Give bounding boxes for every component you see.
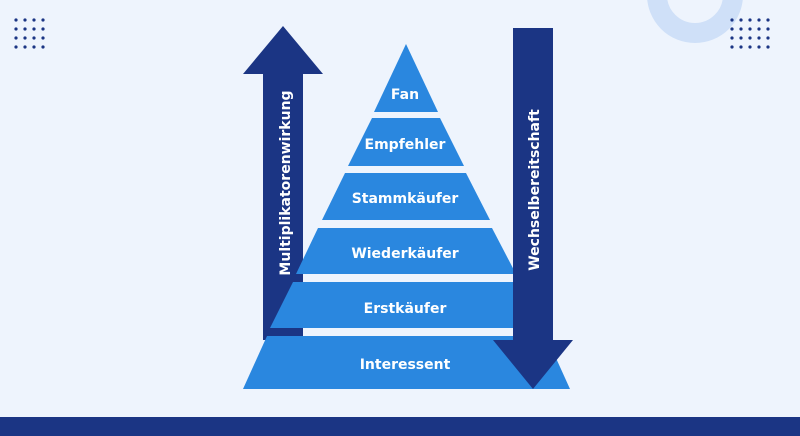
decorative-dot — [757, 36, 761, 40]
decorative-dot — [14, 36, 18, 40]
pyramid-tier-regular-buyer — [322, 173, 490, 220]
pyramid-tier-repeat-buyer — [296, 228, 516, 274]
decorative-dot — [748, 36, 752, 40]
decorative-dot — [766, 18, 770, 22]
decorative-dots-left — [14, 18, 45, 49]
decorative-dot — [41, 27, 45, 31]
decorative-dot — [730, 45, 734, 49]
decorative-dot — [32, 18, 36, 22]
tier-label: Interessent — [360, 357, 451, 373]
decorative-dot — [766, 45, 770, 49]
customer-pyramid: Fan Empfehler Stammkäufer Wiederkäufer E… — [243, 44, 570, 389]
decorative-dot — [14, 18, 18, 22]
decorative-dot — [14, 45, 18, 49]
switching-willingness-arrow: Wechselbereitschaft — [493, 28, 573, 389]
bottom-band — [0, 417, 800, 436]
decorative-dot — [748, 27, 752, 31]
decorative-dot — [757, 18, 761, 22]
decorative-dot — [32, 36, 36, 40]
pyramid-tier-fan — [374, 44, 438, 112]
decorative-dot — [23, 36, 27, 40]
tier-label: Wiederkäufer — [351, 246, 458, 262]
decorative-dot — [730, 36, 734, 40]
decorative-dot — [739, 45, 743, 49]
pyramid-tier-prospect — [243, 336, 570, 389]
decorative-dot — [23, 18, 27, 22]
decorative-dots-right — [730, 18, 770, 49]
multiplier-effect-label: Multiplikatorenwirkung — [278, 90, 294, 275]
decorative-dot — [730, 27, 734, 31]
decorative-dot — [23, 45, 27, 49]
decorative-dot — [23, 27, 27, 31]
tier-label: Stammkäufer — [352, 191, 459, 207]
decorative-dot — [739, 27, 743, 31]
decorative-dot — [41, 45, 45, 49]
pyramid-tier-recommender — [348, 118, 464, 166]
decorative-dot — [730, 18, 734, 22]
decorative-dot — [757, 45, 761, 49]
decorative-dot — [41, 36, 45, 40]
decorative-dot — [766, 36, 770, 40]
decorative-dot — [766, 27, 770, 31]
decorative-dot — [41, 18, 45, 22]
down-arrow-icon — [493, 28, 573, 389]
tier-label: Fan — [391, 87, 419, 103]
pyramid-tier-first-buyer — [270, 282, 544, 328]
decorative-dot — [14, 27, 18, 31]
decorative-dot — [748, 18, 752, 22]
decorative-dot — [739, 36, 743, 40]
decorative-dot — [757, 27, 761, 31]
tier-label: Empfehler — [365, 137, 446, 153]
switching-willingness-label: Wechselbereitschaft — [527, 109, 543, 271]
decorative-dot — [739, 18, 743, 22]
decorative-ring — [647, 0, 743, 43]
tier-label: Erstkäufer — [364, 301, 447, 317]
decorative-dot — [32, 27, 36, 31]
decorative-dot — [748, 45, 752, 49]
decorative-dot — [32, 45, 36, 49]
